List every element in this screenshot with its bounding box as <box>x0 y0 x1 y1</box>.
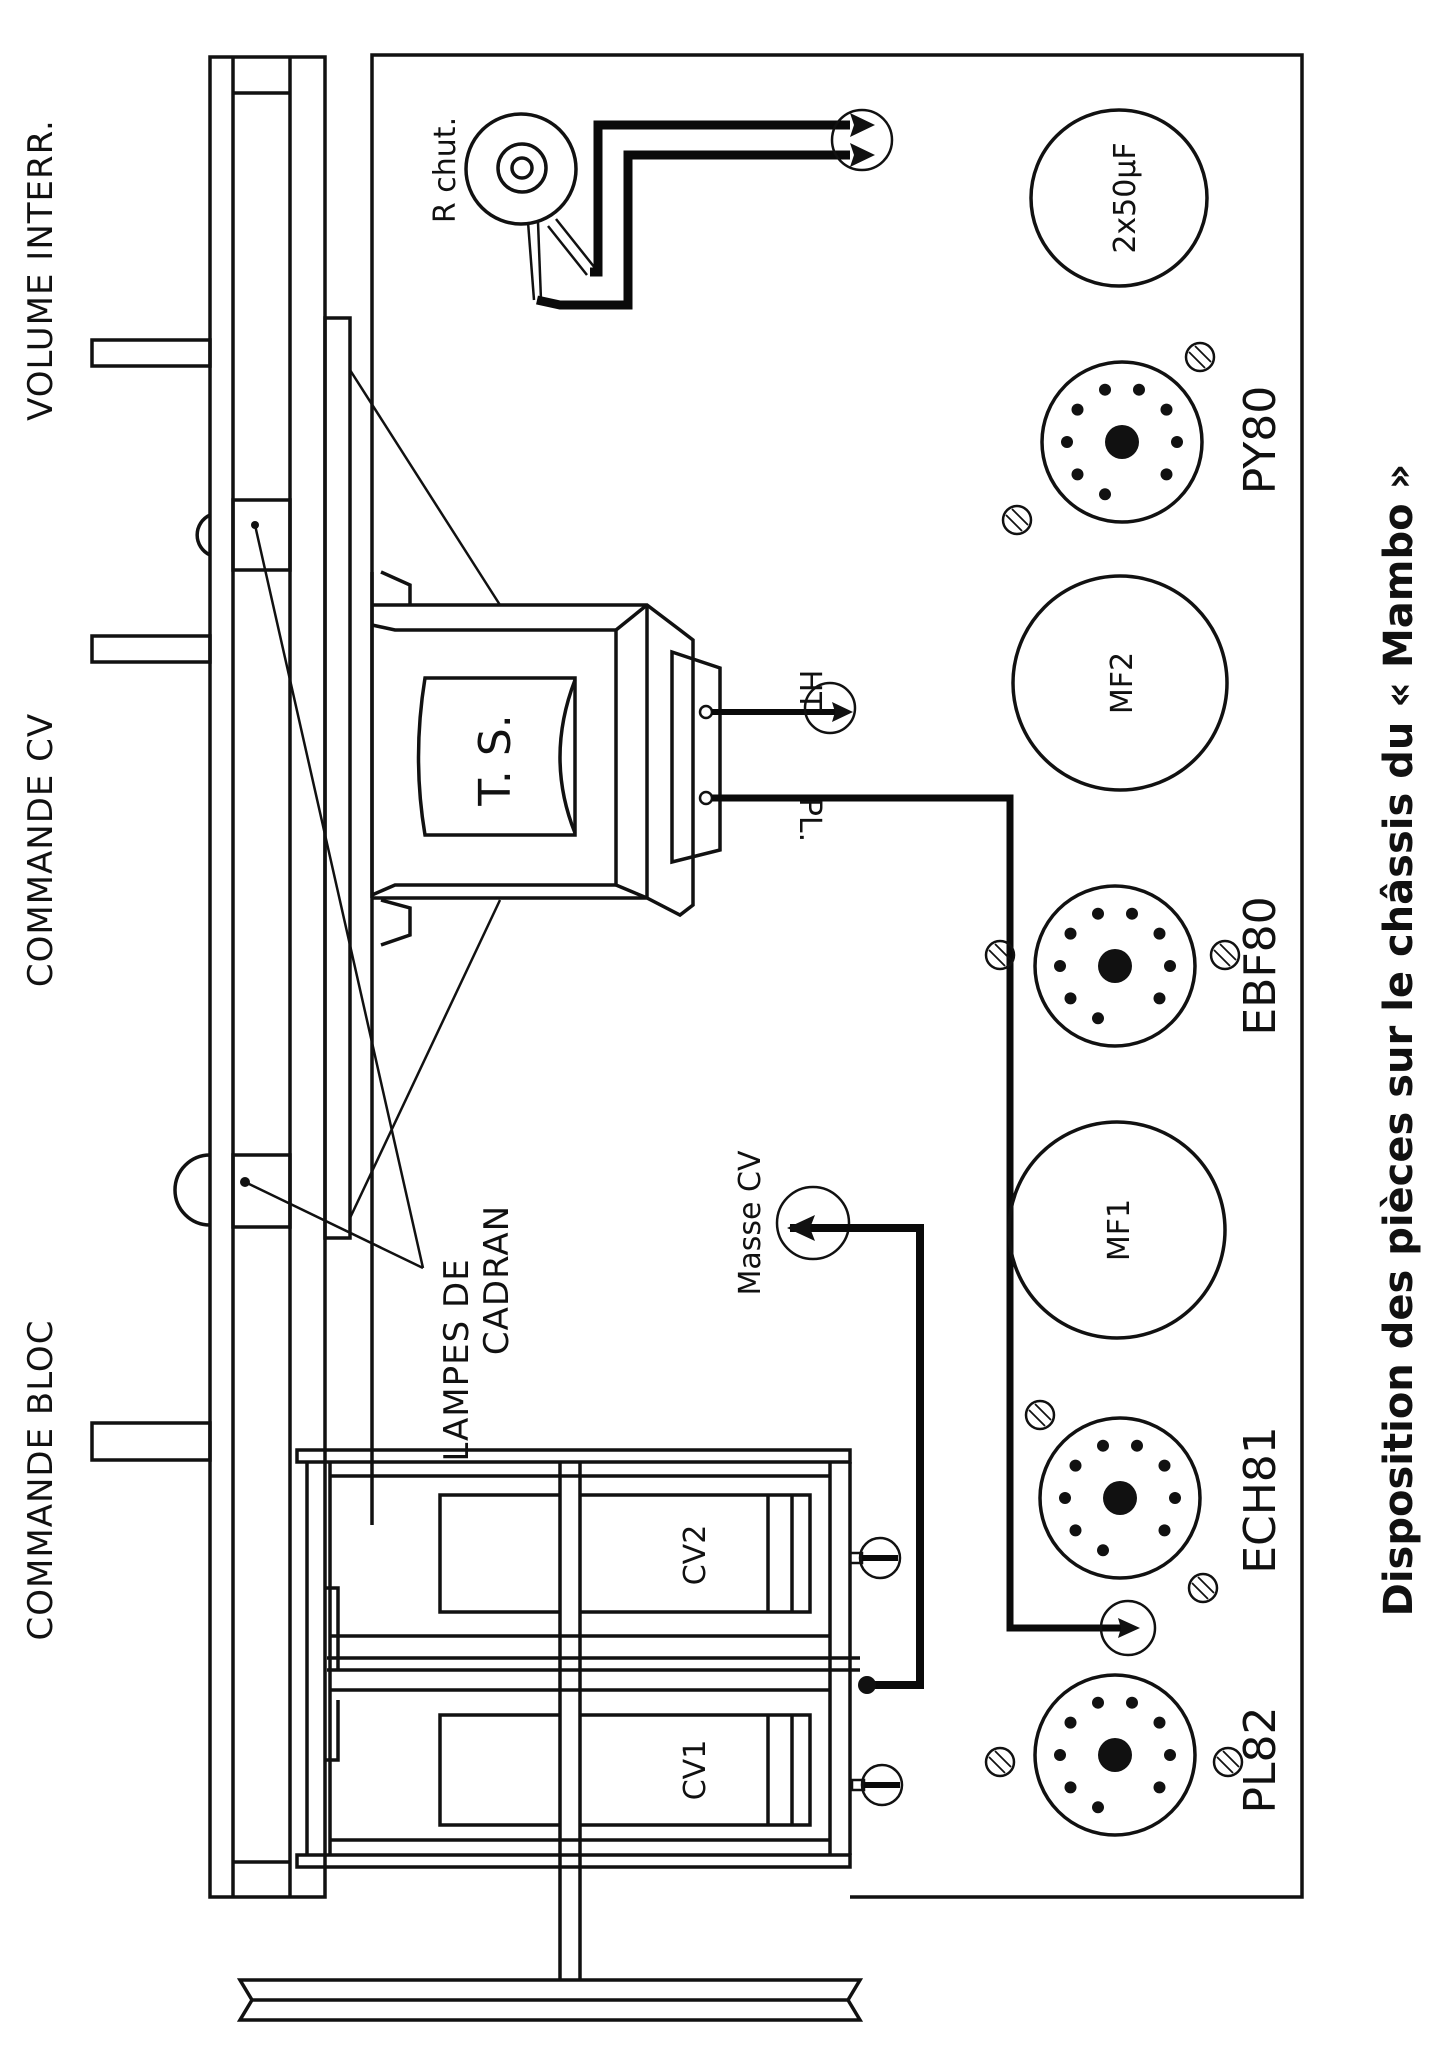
output-transformer: T. S. <box>370 570 722 947</box>
lampes-label-line2: CADRAN <box>477 1205 517 1355</box>
socket-pin <box>1164 960 1176 972</box>
screw-icon <box>1212 1746 1244 1778</box>
svg-text:2x50µF: 2x50µF <box>1108 142 1143 253</box>
tube-label: PY80 <box>1235 386 1286 494</box>
screw-icon <box>1024 1399 1056 1431</box>
commande-cv-label: COMMANDE CV <box>21 713 61 987</box>
screw-icon <box>984 1746 1016 1778</box>
variable-capacitor-gang: CV2 CV1 <box>236 1448 904 2022</box>
socket-pin <box>1099 383 1112 396</box>
figure-caption: Disposition des pièces sur le châssis du… <box>1376 464 1422 1617</box>
socket-pin <box>1071 468 1084 481</box>
socket-pin <box>1064 927 1077 940</box>
socket-pin <box>1064 1716 1077 1729</box>
socket-pin <box>1158 1524 1171 1537</box>
socket-pin <box>1064 1781 1077 1794</box>
socket-pin <box>1097 1544 1110 1557</box>
screw-icon <box>1187 1572 1219 1604</box>
socket-pin <box>1054 1749 1066 1761</box>
svg-text:MF2: MF2 <box>1105 652 1140 714</box>
tube-socket-pl82: PL82 <box>984 1673 1286 1837</box>
socket-pin <box>1092 907 1105 920</box>
socket-pin <box>1069 1524 1082 1537</box>
masse-cv-terminal: Masse CV <box>733 1150 924 1694</box>
masse-cv-label: Masse CV <box>733 1150 768 1295</box>
commande-bloc-label: COMMANDE BLOC <box>21 1320 61 1641</box>
socket-pin <box>1071 403 1084 416</box>
socket-pin <box>1171 436 1183 448</box>
cv1-label: CV1 <box>678 1740 713 1801</box>
cv2-label: CV2 <box>678 1525 713 1586</box>
tube-label: EBF80 <box>1235 896 1286 1035</box>
tube-socket-ech81: ECH81 <box>1024 1399 1286 1604</box>
socket-pin <box>1132 383 1145 396</box>
screw-icon <box>1184 341 1216 373</box>
volume-shaft <box>90 338 212 368</box>
tube-socket-ebf80: EBF80 <box>984 884 1286 1048</box>
socket-pin <box>1125 907 1138 920</box>
commande-bloc-shaft <box>90 1421 212 1462</box>
filter-capacitor: 2x50µF <box>1029 108 1209 288</box>
tube-socket-py80: PY80 <box>1001 341 1286 536</box>
socket-pin <box>1130 1439 1143 1452</box>
socket-pin <box>1092 1696 1105 1709</box>
svg-text:MF1: MF1 <box>1102 1199 1137 1261</box>
lampes-label-line1: LAMPES DE <box>437 1258 477 1461</box>
front-panel <box>208 55 352 1899</box>
socket-pin <box>1054 960 1066 972</box>
if-transformer-mf1: MF1 <box>1007 1120 1227 1340</box>
lampes-pointer-lines <box>244 524 425 1270</box>
socket-pin <box>1160 468 1173 481</box>
socket-pin <box>1092 1012 1105 1025</box>
dial-lamp-2 <box>173 1153 292 1229</box>
transformer-bracket <box>348 369 502 1219</box>
dropping-resistor: R chut. <box>428 108 894 310</box>
socket-pin <box>1125 1696 1138 1709</box>
socket-pin <box>1061 436 1073 448</box>
volume-label: VOLUME INTERR. <box>21 119 61 421</box>
svg-text:PL.: PL. <box>792 798 827 842</box>
socket-pin <box>1097 1439 1110 1452</box>
commande-cv-shaft <box>90 634 212 664</box>
chassis-outline <box>370 53 1304 1899</box>
socket-pin <box>1099 488 1112 501</box>
socket-pin <box>1153 992 1166 1005</box>
socket-pin <box>1092 1801 1105 1814</box>
screw-icon <box>984 939 1016 971</box>
tube-label: ECH81 <box>1235 1426 1286 1574</box>
socket-pin <box>1169 1492 1181 1504</box>
ht-terminal: HT <box>698 670 857 735</box>
socket-pin <box>1064 992 1077 1005</box>
socket-pin <box>1153 1781 1166 1794</box>
socket-pin <box>1153 1716 1166 1729</box>
screw-icon <box>1001 504 1033 536</box>
socket-pin <box>1158 1459 1171 1472</box>
socket-pin <box>1153 927 1166 940</box>
svg-text:HT: HT <box>792 670 827 712</box>
transformer-label: T. S. <box>470 714 521 807</box>
if-transformer-mf2: MF2 <box>1011 574 1229 792</box>
resistor-label: R chut. <box>428 117 463 223</box>
socket-pin <box>1069 1459 1082 1472</box>
tube-label: PL82 <box>1235 1706 1286 1813</box>
screw-icon <box>1209 939 1241 971</box>
socket-pin <box>1059 1492 1071 1504</box>
socket-pin <box>1164 1749 1176 1761</box>
socket-pin <box>1160 403 1173 416</box>
